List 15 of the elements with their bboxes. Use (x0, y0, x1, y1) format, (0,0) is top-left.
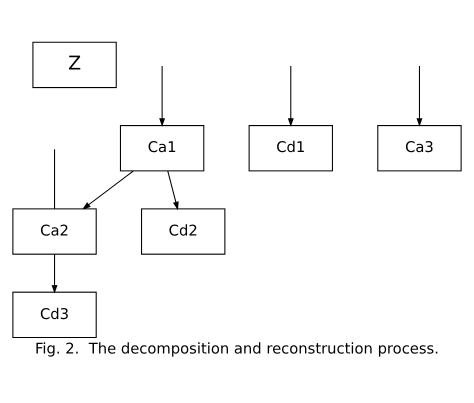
node-box: Ca3 (377, 124, 462, 171)
arrow (167, 170, 179, 210)
arrow (82, 170, 134, 210)
connector (54, 148, 56, 208)
arrow (159, 66, 166, 126)
node-box: Ca1 (120, 124, 204, 171)
caption: Fig. 2. The decomposition and reconstruction process. (35, 340, 439, 358)
node-box: Cd3 (12, 291, 97, 338)
node-box: Cd1 (248, 124, 333, 171)
node-box: Cd2 (141, 208, 226, 254)
node-box: Z (32, 41, 117, 88)
arrow (288, 66, 294, 126)
arrow (416, 66, 422, 126)
arrow (52, 254, 58, 294)
node-box: Ca2 (12, 208, 97, 254)
